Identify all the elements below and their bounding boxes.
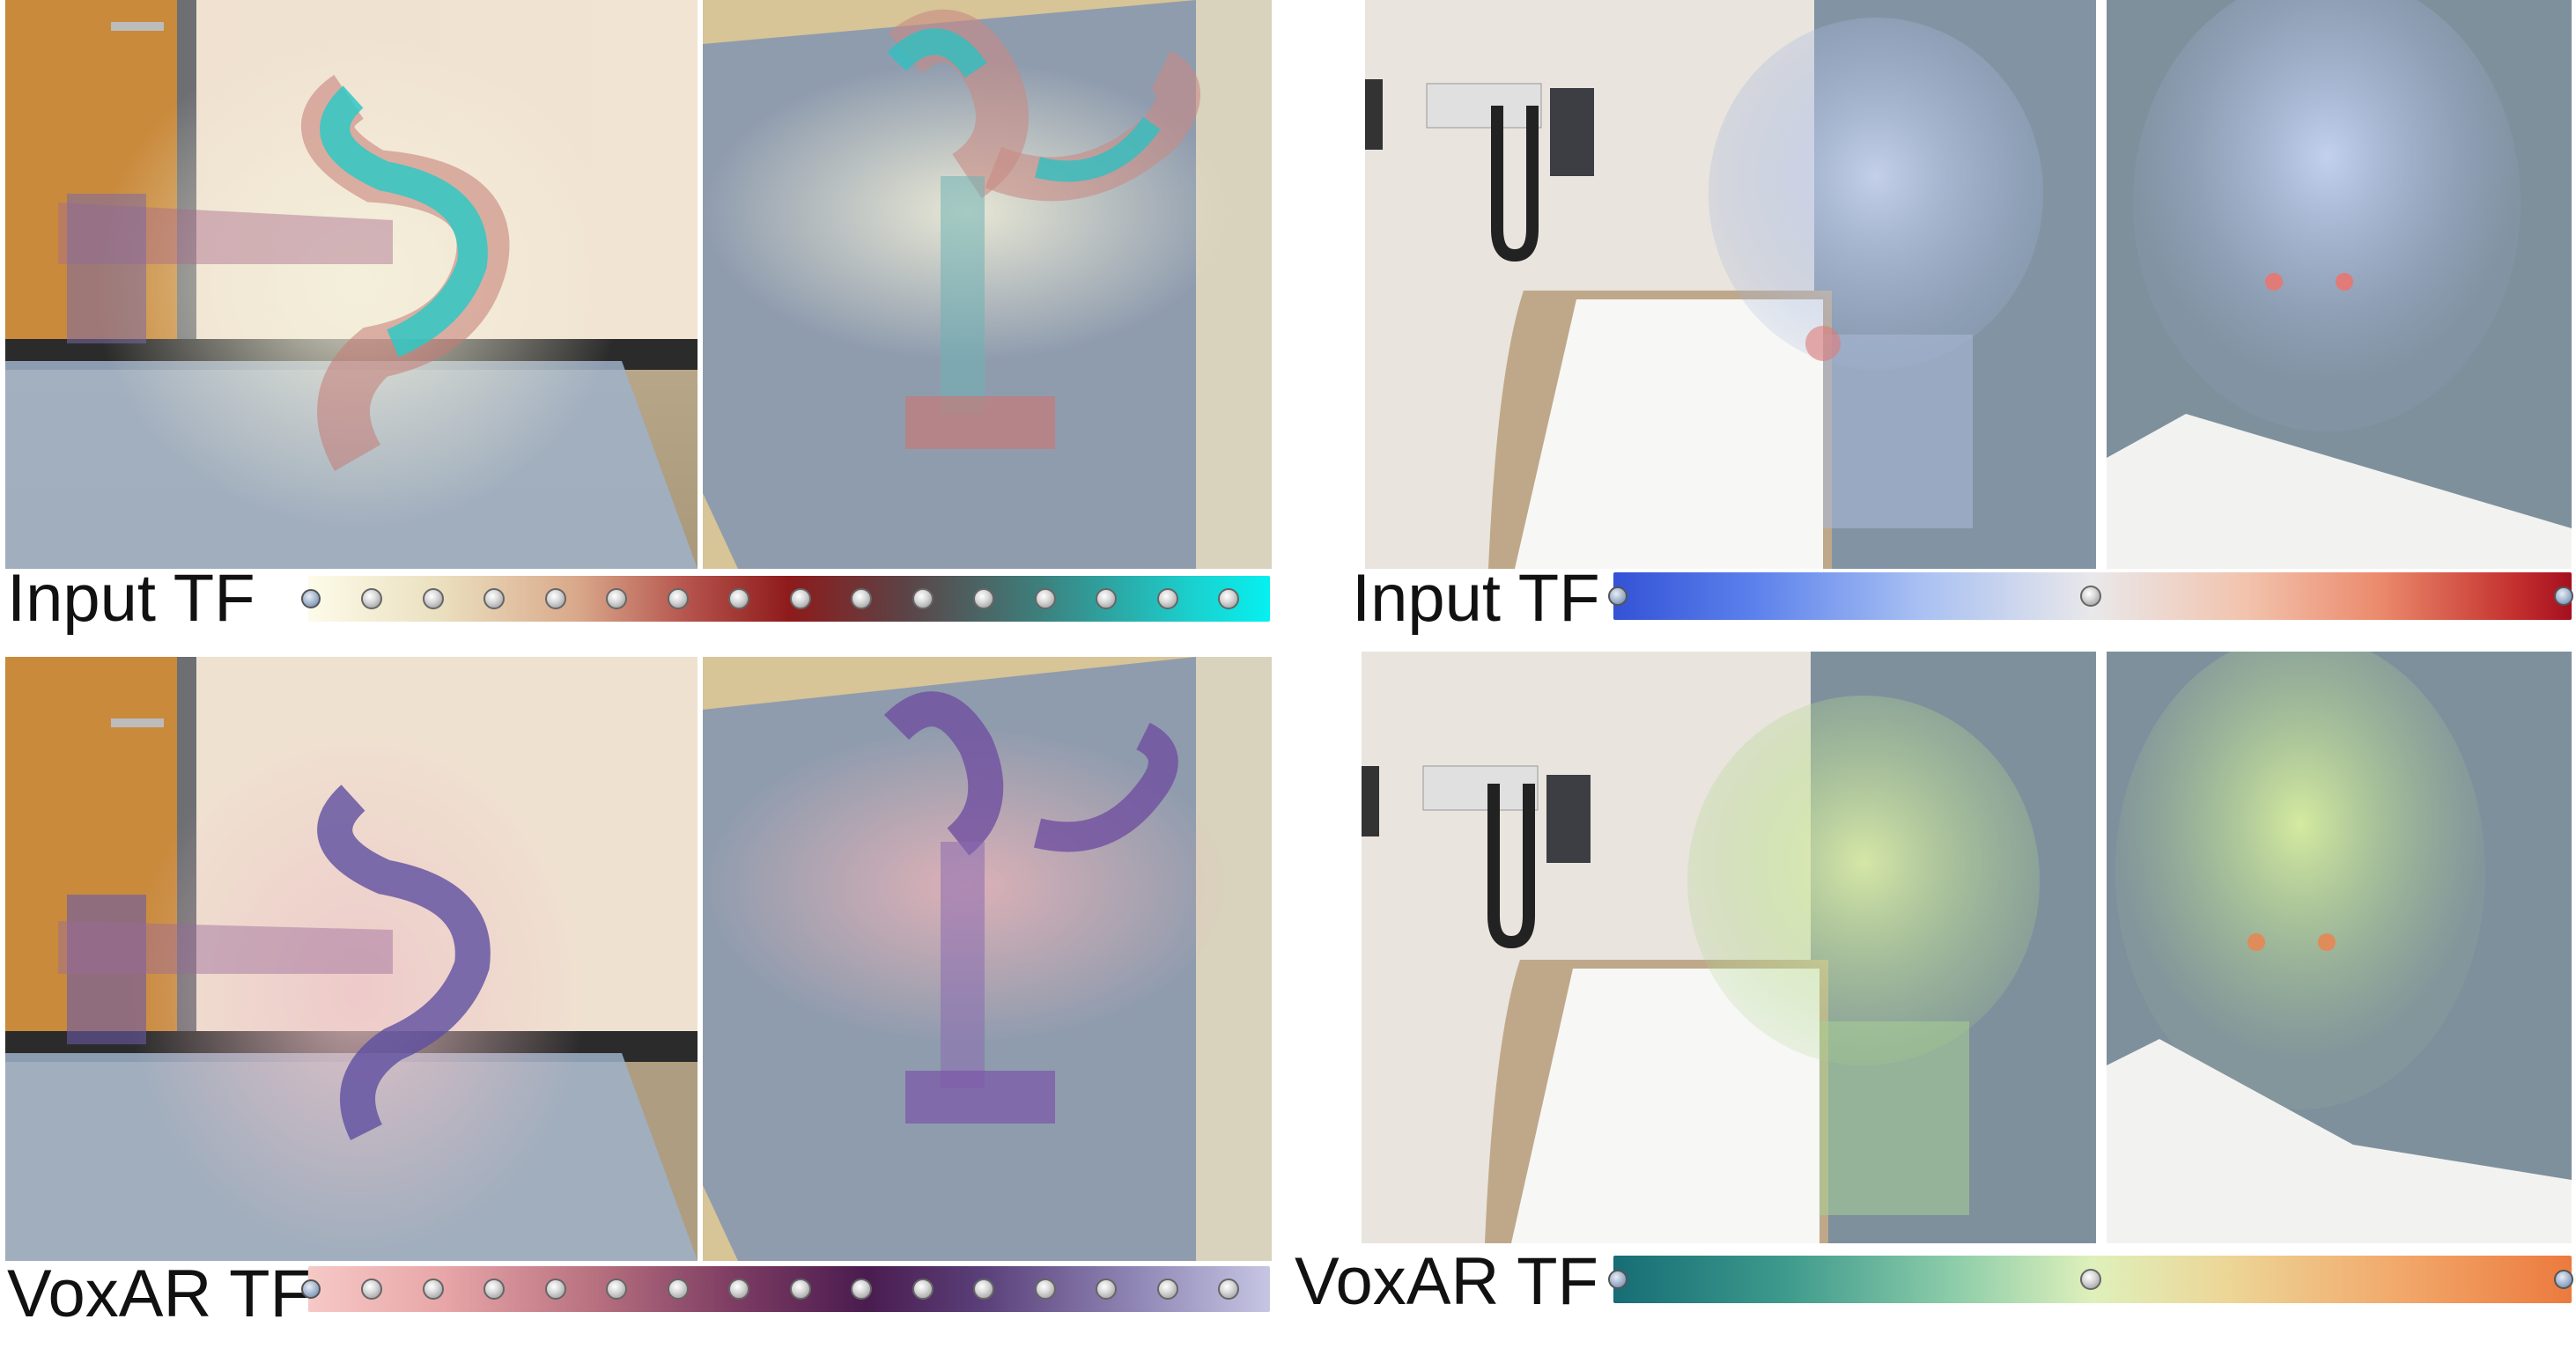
left-input-tf-control-point-12[interactable] bbox=[1034, 588, 1056, 609]
left-bottom-hallway-render bbox=[5, 657, 698, 1261]
left-voxar-tf-control-point-5[interactable] bbox=[606, 1279, 627, 1300]
left-voxar-tf-start-handle[interactable] bbox=[301, 1279, 321, 1299]
right-input-tf-end-handle[interactable] bbox=[2554, 586, 2573, 606]
left-input-tf-control-point-5[interactable] bbox=[606, 588, 627, 609]
right-top-skull-front-render bbox=[2107, 0, 2572, 569]
left-input-tf-start-handle[interactable] bbox=[301, 589, 321, 608]
left-input-tf-control-point-4[interactable] bbox=[544, 588, 566, 609]
right-voxar-tf-label: VoxAR TF bbox=[1295, 1244, 1598, 1319]
right-bottom-exam-room-render bbox=[1362, 652, 2096, 1243]
left-top-hallway-render bbox=[5, 0, 698, 569]
left-voxar-tf-control-point-14[interactable] bbox=[1156, 1279, 1178, 1300]
left-voxar-tf-control-point-2[interactable] bbox=[422, 1279, 444, 1300]
left-voxar-tf-control-point-7[interactable] bbox=[728, 1279, 749, 1300]
left-voxar-tf-control-point-8[interactable] bbox=[789, 1279, 811, 1300]
left-input-tf-control-point-3[interactable] bbox=[483, 588, 505, 609]
left-input-tf-control-point-9[interactable] bbox=[851, 588, 872, 609]
left-voxar-tf-control-point-4[interactable] bbox=[544, 1279, 566, 1300]
left-voxar-tf-control-point-3[interactable] bbox=[483, 1279, 505, 1300]
right-voxar-tf-start-handle[interactable] bbox=[1608, 1270, 1628, 1289]
right-voxar-tf-end-handle[interactable] bbox=[2554, 1270, 2573, 1289]
left-voxar-tf-control-point-15[interactable] bbox=[1218, 1279, 1239, 1300]
right-input-tf-mid-handle[interactable] bbox=[2080, 586, 2101, 607]
left-voxar-tf-control-point-9[interactable] bbox=[851, 1279, 872, 1300]
right-input-tf-start-handle[interactable] bbox=[1608, 586, 1628, 606]
left-input-tf-control-point-2[interactable] bbox=[422, 588, 444, 609]
right-voxar-tf-mid-handle[interactable] bbox=[2080, 1269, 2101, 1290]
left-input-tf-control-point-10[interactable] bbox=[912, 588, 934, 609]
right-bottom-skull-front-render bbox=[2107, 652, 2572, 1243]
left-input-tf-control-point-14[interactable] bbox=[1156, 588, 1178, 609]
left-voxar-tf-label: VoxAR TF bbox=[7, 1257, 311, 1331]
left-bottom-carpet-render bbox=[703, 657, 1272, 1261]
left-input-tf-control-point-8[interactable] bbox=[789, 588, 811, 609]
left-input-tf-control-point-6[interactable] bbox=[667, 588, 689, 609]
left-input-tf-control-point-15[interactable] bbox=[1218, 588, 1239, 609]
left-input-tf-control-point-13[interactable] bbox=[1096, 588, 1117, 609]
left-top-carpet-render bbox=[703, 0, 1272, 569]
left-input-tf-control-point-1[interactable] bbox=[361, 588, 382, 609]
right-top-exam-room-render bbox=[1365, 0, 2096, 569]
left-voxar-tf-control-point-6[interactable] bbox=[667, 1279, 689, 1300]
left-voxar-tf-control-point-11[interactable] bbox=[973, 1279, 994, 1300]
left-voxar-tf-control-point-1[interactable] bbox=[361, 1279, 382, 1300]
left-input-tf-control-point-7[interactable] bbox=[728, 588, 749, 609]
left-voxar-tf-control-point-10[interactable] bbox=[912, 1279, 934, 1300]
left-voxar-tf-control-point-12[interactable] bbox=[1034, 1279, 1056, 1300]
left-input-tf-label: Input TF bbox=[7, 561, 255, 636]
right-input-tf-label: Input TF bbox=[1352, 561, 1600, 636]
left-input-tf-control-point-11[interactable] bbox=[973, 588, 994, 609]
left-voxar-tf-control-point-13[interactable] bbox=[1096, 1279, 1117, 1300]
